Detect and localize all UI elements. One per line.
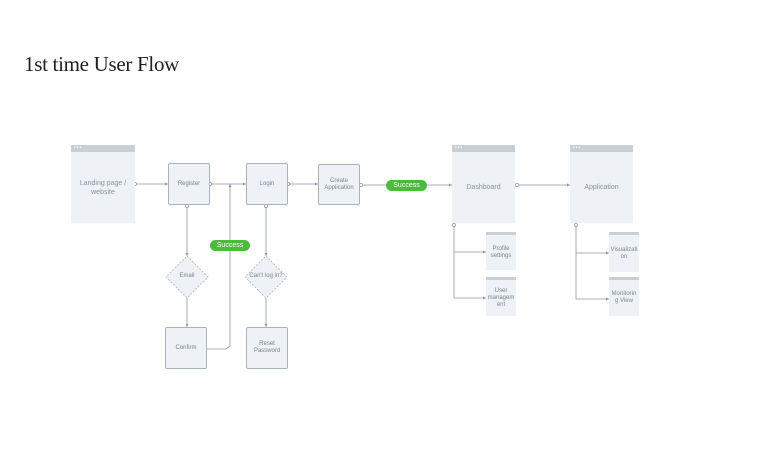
- arrowhead-email: [185, 253, 189, 256]
- connector-confirm-login: [206, 184, 231, 350]
- application-node: ••• Application: [570, 145, 633, 223]
- reset-password-node: Reset Password: [246, 327, 288, 369]
- landing-label: Landing page / website: [79, 179, 127, 196]
- arrowhead-login: [243, 182, 246, 186]
- landing-page-node: ••• Landing page / website: [71, 145, 135, 223]
- connector-dashboard-users: [453, 252, 486, 299]
- confirm-node: Confirm: [165, 327, 207, 369]
- monitoring-view-node: Monitorin g View: [609, 277, 639, 316]
- port-application-bottom: [574, 223, 578, 227]
- arrowhead-reset: [264, 324, 268, 327]
- visualization-node: Visualizati on: [609, 232, 639, 272]
- arrowhead-confirm: [185, 324, 189, 327]
- connector-application-monitor: [575, 253, 609, 300]
- cantlogin-diamond: [244, 255, 288, 299]
- user-management-node: User managem ent: [486, 277, 516, 316]
- arrowhead-profile: [483, 250, 486, 254]
- profile-settings-node: Profile settings: [486, 232, 516, 270]
- application-label: Application: [584, 184, 619, 191]
- dashboard-node: ••• Dashboard: [452, 145, 515, 223]
- login-node: Login: [246, 163, 288, 205]
- window-dots-icon: •••: [455, 145, 464, 151]
- email-decision-label: Email: [179, 273, 195, 279]
- success-badge: Success: [386, 180, 427, 191]
- port-dashboard-bottom: [452, 223, 456, 227]
- cantlogin-decision-label: Can't log in?: [249, 273, 283, 279]
- window-dots-icon: •••: [74, 145, 83, 151]
- arrowhead-create: [315, 182, 318, 186]
- connector-dashboard-profile: [453, 224, 486, 253]
- port-dashboard-right: [515, 183, 519, 187]
- arrowhead-dashboard: [449, 183, 452, 187]
- register-node: Register: [168, 163, 210, 205]
- arrowhead-visual: [606, 251, 609, 255]
- arrowhead-login-from-confirm: [228, 184, 232, 187]
- success-badge: Success: [210, 240, 250, 251]
- window-dots-icon: •••: [573, 145, 582, 151]
- email-diamond: [165, 255, 209, 299]
- page-title: 1st time User Flow: [24, 52, 180, 76]
- arrowhead-application: [567, 183, 570, 187]
- create-application-node: Create Application: [318, 164, 360, 205]
- arrowhead-cantlogin: [264, 253, 268, 256]
- connector-application-visual: [575, 224, 609, 254]
- arrowhead-monitor: [606, 297, 609, 301]
- dashboard-label: Dashboard: [466, 184, 501, 191]
- arrowhead-users: [483, 296, 486, 300]
- arrowhead-register: [165, 182, 168, 186]
